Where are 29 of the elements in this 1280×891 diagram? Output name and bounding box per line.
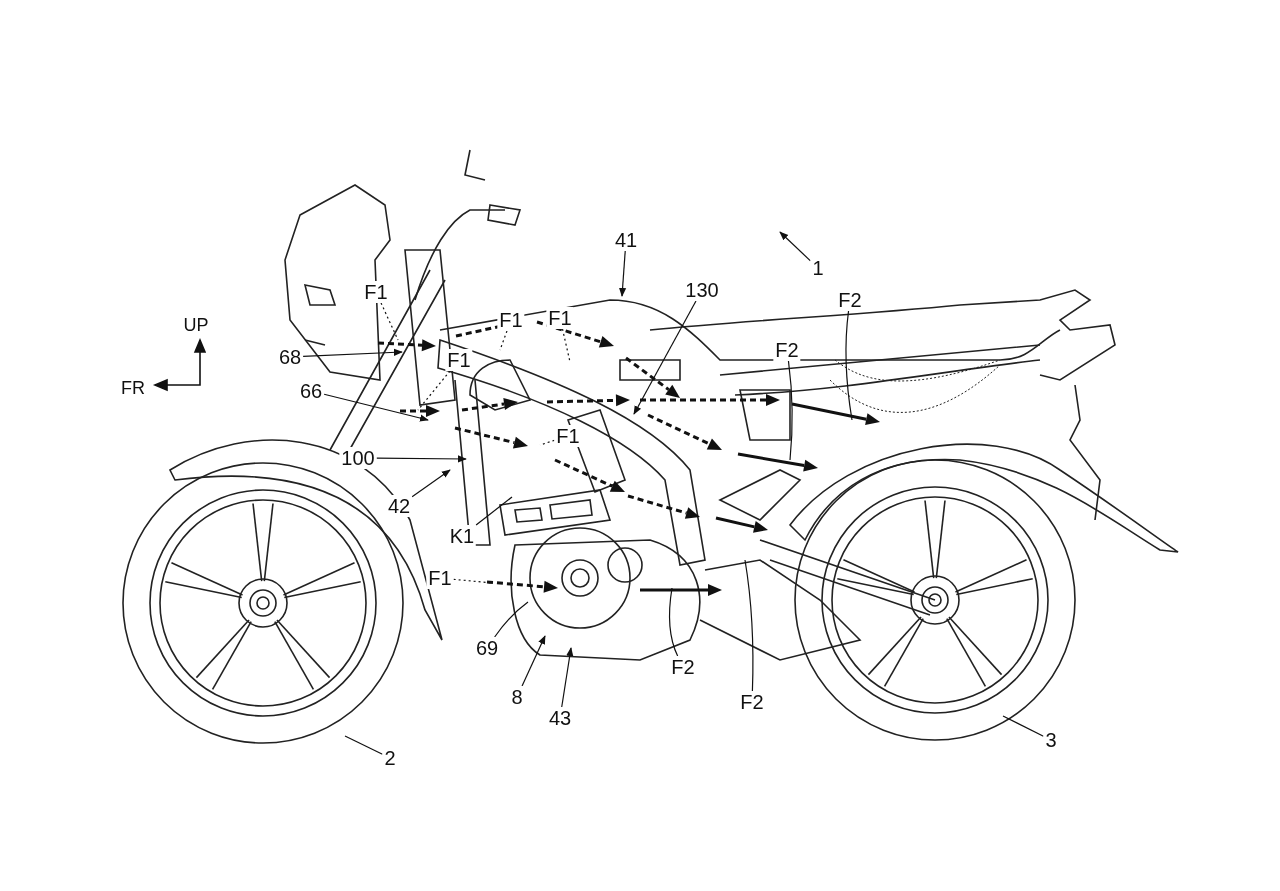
leader-line	[453, 578, 493, 584]
leader-line	[323, 393, 429, 422]
direction-label: UP	[183, 316, 209, 334]
leader-line	[475, 496, 513, 526]
leader-line	[779, 231, 812, 262]
leader-line	[521, 635, 546, 687]
reference-numeral: F1	[546, 307, 574, 329]
reference-numeral: F1	[362, 281, 390, 303]
reference-numeral: F1	[554, 425, 582, 447]
leader-line	[561, 328, 571, 363]
leader-line	[417, 370, 451, 411]
leader-line	[787, 360, 793, 461]
leader-line	[633, 300, 697, 415]
leader-line	[668, 587, 679, 657]
leader-line	[380, 302, 399, 341]
leader-line	[344, 735, 384, 755]
leader-line	[302, 348, 403, 357]
leader-line	[561, 647, 574, 708]
leader-line	[845, 310, 853, 421]
reference-numeral: F1	[445, 349, 473, 371]
leader-line	[494, 601, 529, 638]
leader-line	[744, 559, 754, 692]
direction-label: FR	[121, 379, 145, 397]
leader-line	[619, 250, 627, 297]
leader-line	[411, 469, 451, 498]
reference-numeral: 100	[339, 447, 377, 469]
reference-numeral: 42	[385, 495, 413, 517]
leader-line	[1002, 715, 1045, 737]
leader-line	[376, 455, 467, 463]
